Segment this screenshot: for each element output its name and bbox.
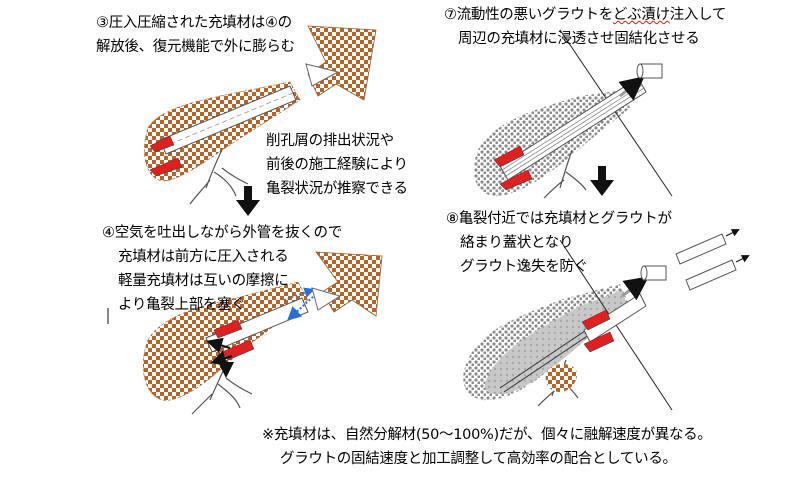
flow-arrow-1 <box>206 337 231 354</box>
red-tip-upper <box>149 135 175 153</box>
withdrawn-segment-upper <box>675 229 740 265</box>
withdrawn-pipe-cylinder-8 <box>640 265 667 281</box>
panel-7-caption-line1: ⑦流動性の悪いグラウトをどぶ漬け注入して <box>444 6 726 25</box>
panel-3-caption-line1: ③圧入圧縮された充填材は④の <box>96 15 292 31</box>
gray-exit-arrow-8 <box>621 276 649 301</box>
panel-4-caption-line4: より亀裂上部を塞ぐ <box>118 297 246 313</box>
crack-line <box>189 149 249 205</box>
red-tip-upper-8 <box>581 309 611 331</box>
panel-7-caption-part-b: どぶ漬け <box>612 7 670 23</box>
panel-8-caption-line3: グラウト逸失を防ぐ <box>460 259 588 275</box>
panel-3-note-line1: 削孔屑の排出状況や <box>266 133 394 149</box>
boundary-line-7 <box>559 29 673 197</box>
red-tip-lower-8 <box>583 331 615 353</box>
blue-air-arrow <box>287 293 317 321</box>
gray-exit-arrow-7 <box>618 76 645 101</box>
grout-gray-fill-8 <box>484 290 626 395</box>
footnote-line2: グラウトの固結速度と加工調整して高効率の配合としている。 <box>280 451 677 467</box>
panel-4-caption-line1: ④空気を吐出しながら外管を抜くので <box>102 225 342 241</box>
footnote-line1: ※充填材は、自然分解材(50～100%)だが、個々に融解速度が異なる。 <box>262 427 712 443</box>
expansion-block-arrow <box>307 25 377 101</box>
withdrawn-segment-lower <box>685 255 750 291</box>
panel-8-caption-line2: 絡まり蓋状となり <box>460 235 574 251</box>
panel-3-note-line2: 前後の施工経験により <box>266 157 408 173</box>
panel-3-note-line3: 亀裂状況が推察できる <box>266 181 408 197</box>
panel-7-caption-part-a: ⑦流動性の悪いグラウトを <box>444 7 613 23</box>
compression-block-arrow <box>315 251 383 317</box>
down-arrow-left <box>236 186 260 216</box>
panel-3-illustration <box>144 25 377 205</box>
compression-arrow-head <box>311 287 342 311</box>
withdrawn-pipe-cylinder-7 <box>636 63 663 79</box>
panel-4-caption-line3: 軽量充填材は互いの摩擦に <box>118 273 289 289</box>
panel-4-illustration <box>143 251 383 415</box>
crack-line-4 <box>191 359 253 415</box>
panel-8-illustration <box>463 229 750 411</box>
red-tip-upper-7 <box>493 145 525 168</box>
panel-8-caption-line1: ⑧亀裂付近では充填材とグラウトが <box>446 211 672 227</box>
checker-plug-8 <box>545 364 577 392</box>
red-tip-lower-7 <box>499 169 533 191</box>
panel-7-illustration <box>473 29 673 199</box>
outer-pipe <box>159 85 297 155</box>
outer-pipe-8 <box>583 293 647 343</box>
panel-4-caption-line2: 充填材は前方に圧入される <box>118 249 289 265</box>
expansion-arrow-head <box>305 63 340 87</box>
down-arrow-right <box>590 166 614 196</box>
crack-line-7 <box>543 149 587 199</box>
blue-air-arrow-2 <box>283 287 315 301</box>
panel-3-caption-line2: 解放後、復元機能で外に膨らむ <box>96 39 295 55</box>
red-tip-upper-4 <box>213 319 243 339</box>
panel-7-caption-part-c: 注入して <box>669 7 727 23</box>
red-tip-lower <box>149 157 183 177</box>
panel-7-caption-line2: 周辺の充填材に浸透させ固結化させる <box>458 31 700 47</box>
flow-arrow-2 <box>210 350 233 366</box>
